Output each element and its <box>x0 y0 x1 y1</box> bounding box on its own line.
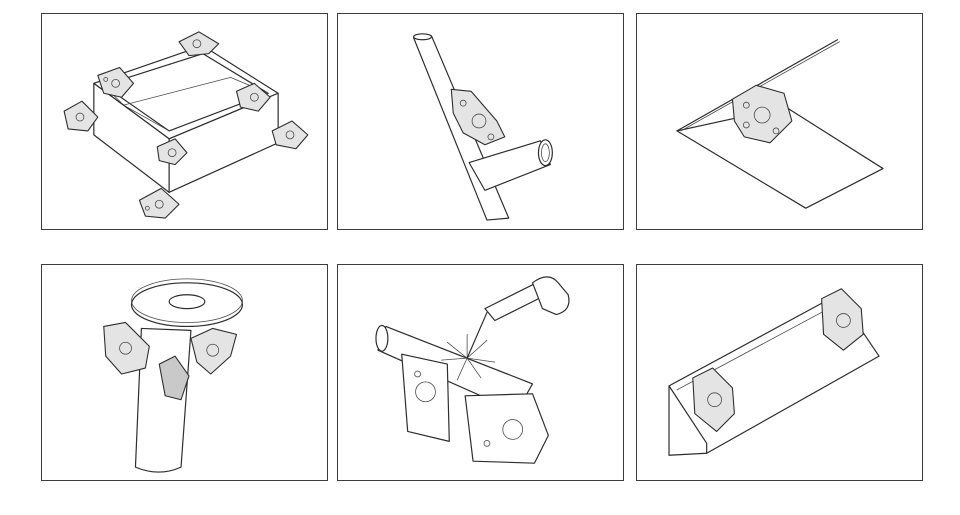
magnet-icon <box>450 88 506 146</box>
flange-pipe-illustration <box>103 278 244 473</box>
magnet-icon <box>103 321 150 375</box>
magnet-icon <box>821 288 864 351</box>
magnet-icon <box>731 84 793 144</box>
panel-flange-pipe <box>41 264 328 481</box>
magnet-icon <box>235 82 271 112</box>
magnet-icon <box>97 66 135 98</box>
panel-plate-angle <box>636 13 923 230</box>
magnet-icon <box>190 327 238 375</box>
magnet-icon <box>63 100 99 132</box>
magnet-icon <box>138 187 180 219</box>
box-corners-illustration <box>63 31 309 219</box>
welding-tube-illustration <box>375 276 570 464</box>
panel-channel-angle <box>636 264 923 481</box>
magnet-icon <box>156 138 188 166</box>
magnet-icon <box>401 353 450 442</box>
angled-tubes-illustration <box>413 33 553 221</box>
panel-box-corners <box>41 13 328 230</box>
magnet-icon <box>692 367 735 432</box>
magnet-icon <box>271 120 309 150</box>
plate-angle-illustration <box>676 39 884 209</box>
magnet-icon <box>464 393 549 464</box>
panel-angled-tubes <box>337 13 624 230</box>
magnet-icon <box>158 355 190 401</box>
welding-spark-icon <box>440 333 496 381</box>
panel-welding-tube <box>337 264 624 481</box>
channel-angle-illustration <box>668 288 880 456</box>
welding-torch-icon <box>466 276 570 359</box>
magnet-icon <box>178 31 220 57</box>
